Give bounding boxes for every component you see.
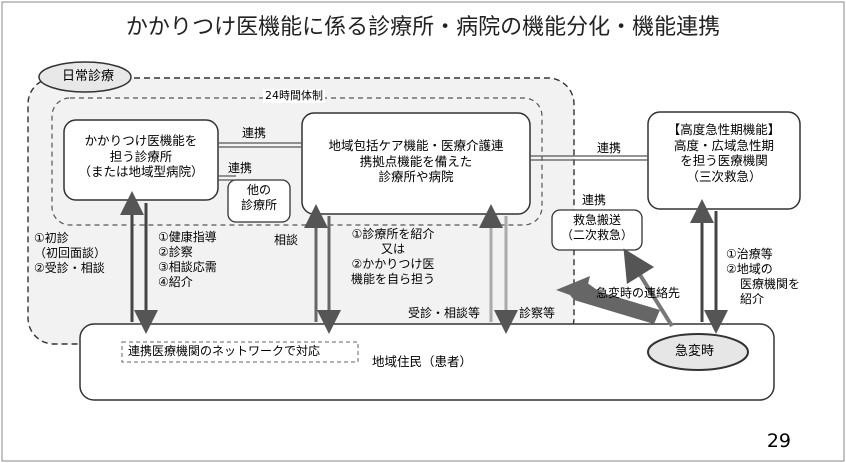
renkei-label-1: 連携 xyxy=(242,126,267,140)
residents-label: 地域住民（患者） xyxy=(372,354,473,369)
sudden-arrow-head xyxy=(556,276,590,300)
community-box xyxy=(301,112,531,215)
community-text: 地域包括ケア機能・医療介護連携拠点機能を備えた診療所や病院 xyxy=(328,138,504,185)
renkei-label-4: 連携 xyxy=(582,193,607,207)
daily-care-oval xyxy=(38,61,132,93)
kakaritsuke-text: かかりつけ医機能を担う診療所（または地域型病院） xyxy=(78,133,204,180)
24h-label: 24時間体制 xyxy=(263,89,325,103)
other-clinic-box xyxy=(227,179,291,223)
renkei-lines xyxy=(218,142,648,181)
sudden-oval xyxy=(647,333,749,371)
renkei-label-3: 連携 xyxy=(597,141,622,155)
sudden-label: 急変時 xyxy=(675,344,715,359)
renkei-label-2: 連携 xyxy=(228,161,253,175)
shinsatsu-label: 診察等 xyxy=(519,306,556,320)
daily-care-label: 日常診療 xyxy=(62,69,115,84)
emergency-transport-text: 救急搬送（二次救急） xyxy=(560,213,633,242)
emergency-transport-box xyxy=(551,209,643,251)
other-clinic-text: 他の診療所 xyxy=(240,183,277,212)
left-list: ①初診（初回面談）②受診・相談 xyxy=(34,231,107,275)
soudan-label: 相談 xyxy=(274,233,299,247)
vertical-arrows xyxy=(120,191,728,334)
network-label: 連携医療機関のネットワークで対応 xyxy=(128,344,321,358)
advanced-text: 【高度急性期機能】高度・広域急性期を担う医療機関（三次救急） xyxy=(667,122,781,184)
sudden-arrow-small xyxy=(623,248,674,328)
page-title: かかりつけ医機能に係る診療所・病院の機能分化・機能連携 xyxy=(125,15,721,40)
sudden-contact-label: 急変時の連絡先 xyxy=(596,286,681,300)
sudden-arrow-large xyxy=(566,282,660,324)
page-number: 29 xyxy=(766,430,791,452)
network-box xyxy=(121,341,359,363)
jushin-soudan-label: 受診・相談等 xyxy=(408,306,481,320)
